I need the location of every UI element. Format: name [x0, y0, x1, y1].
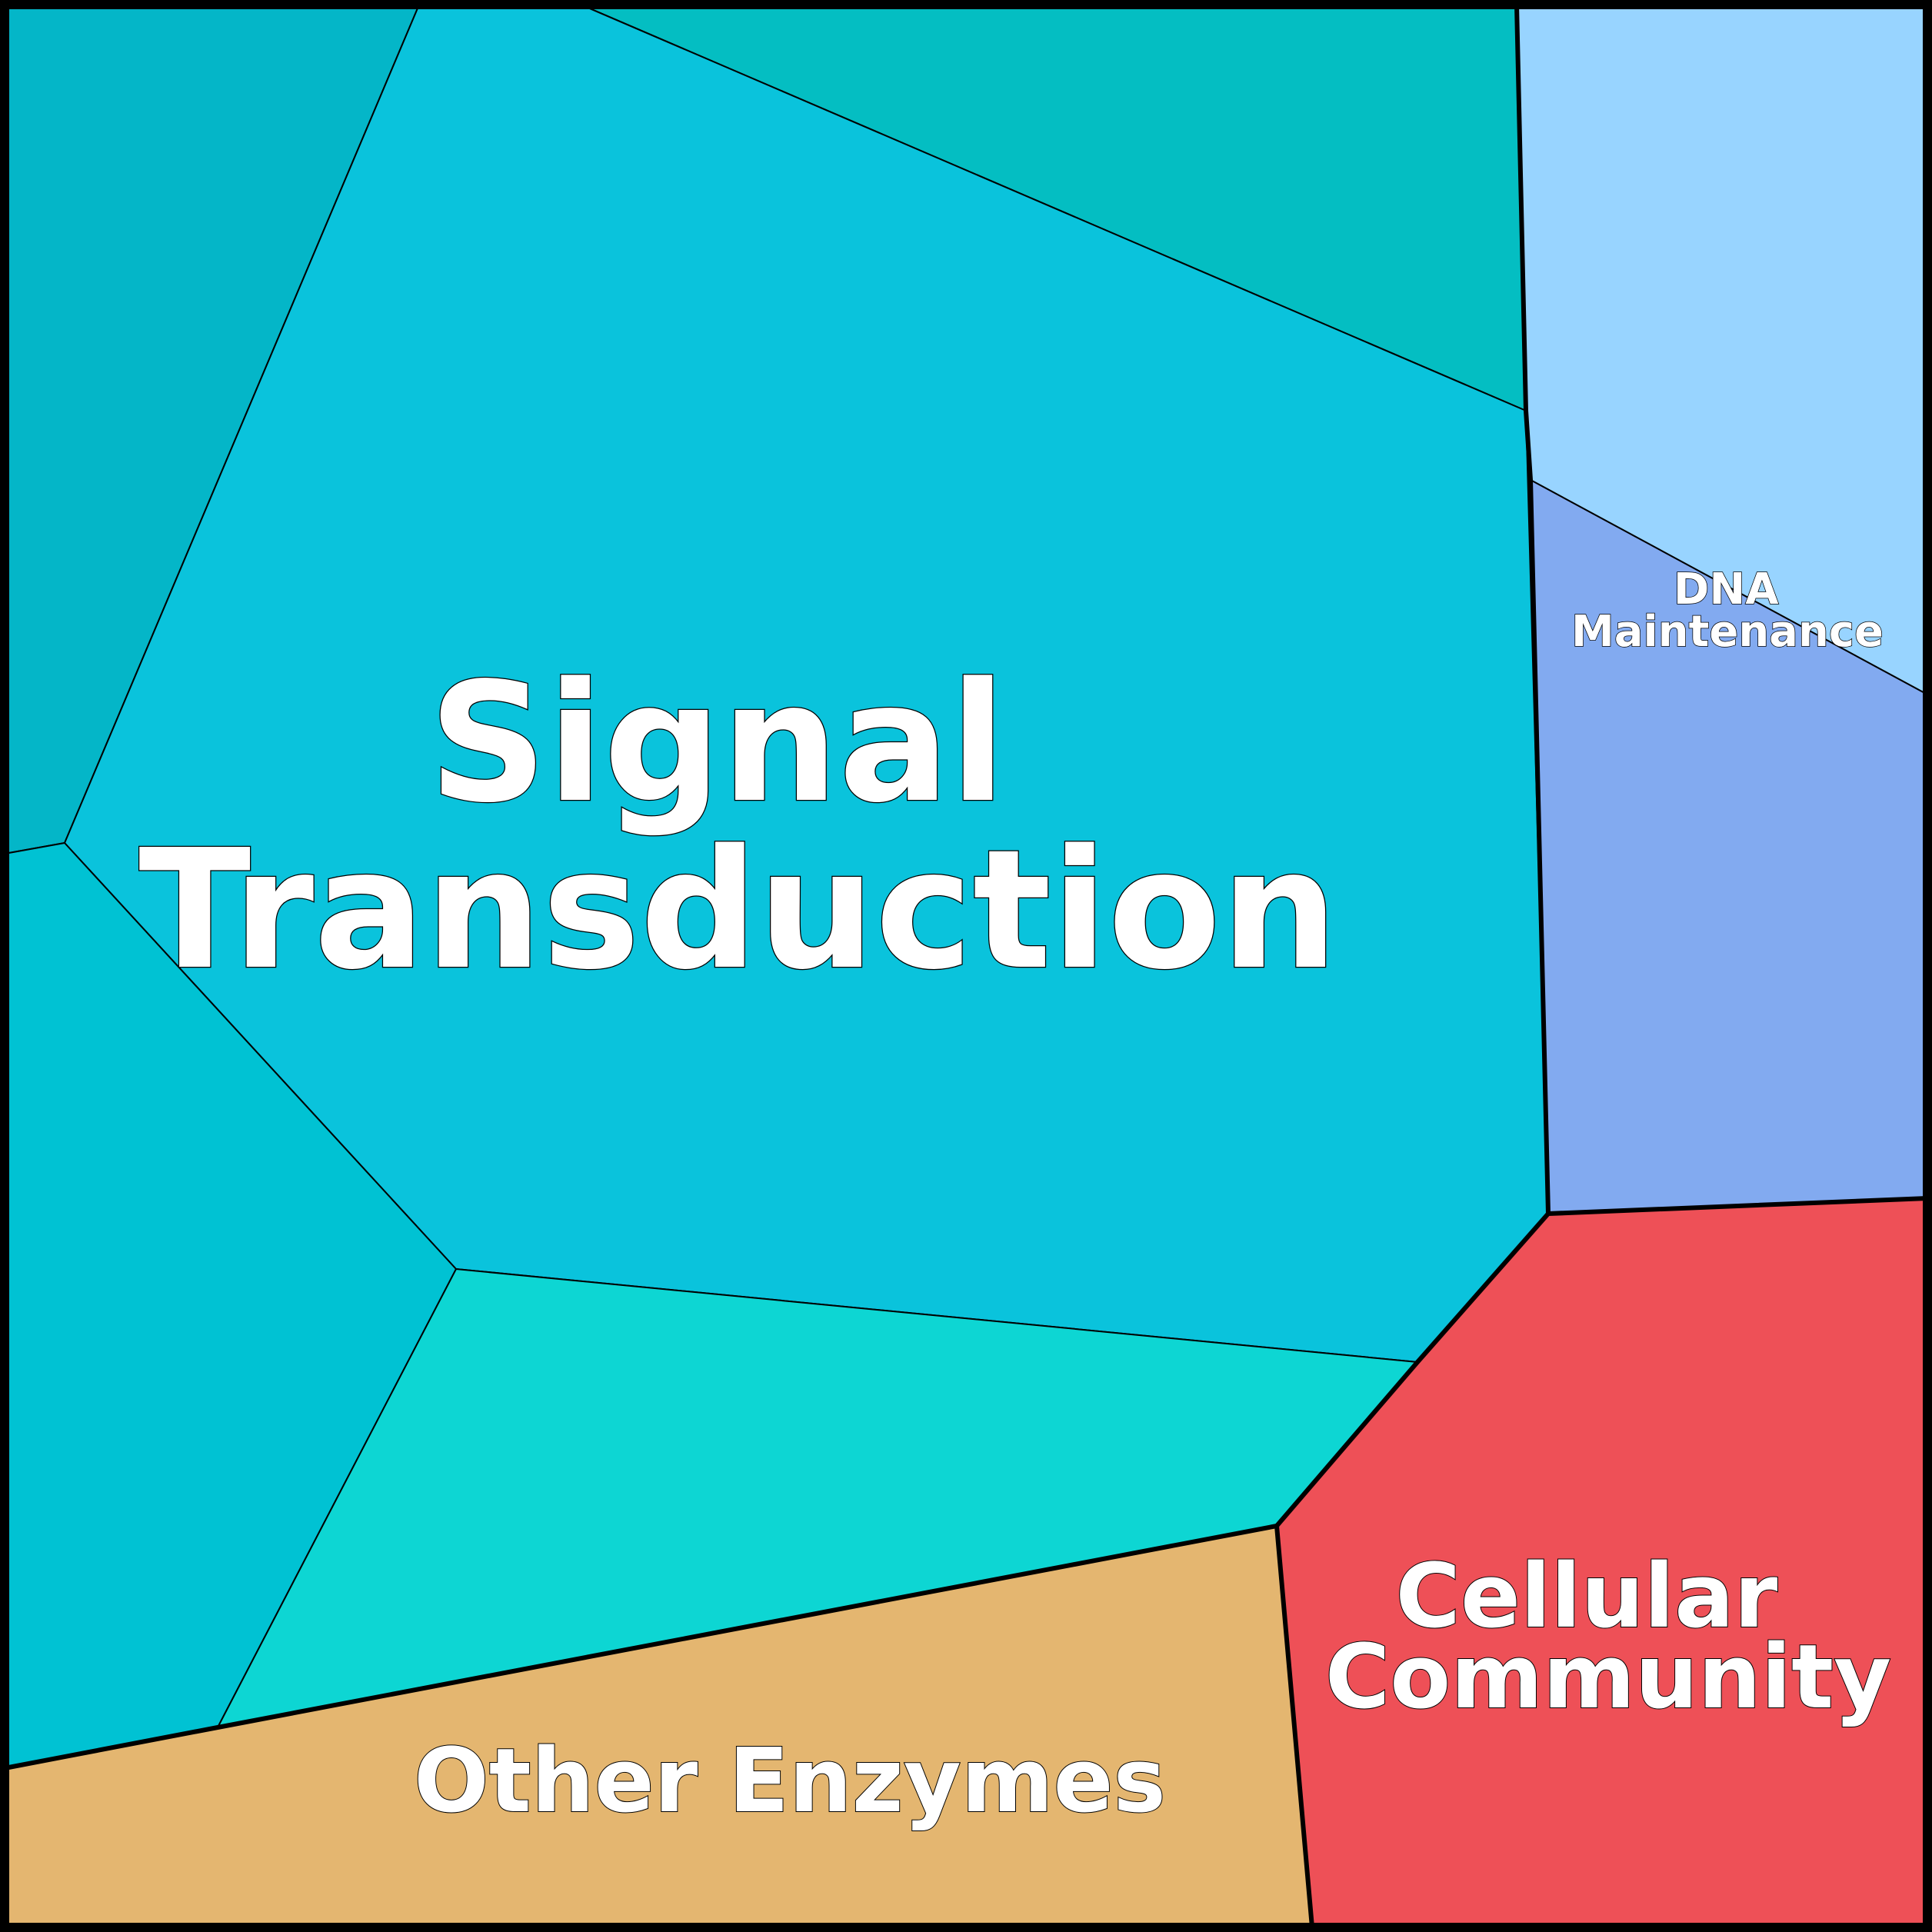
- label-cellular-community: Cellular Community: [1325, 1545, 1891, 1729]
- label-signal-transduction-line-1: Signal: [428, 648, 1006, 839]
- group-border-signal-cellular: [1274, 1211, 1551, 1528]
- label-signal-transduction-line-2: Transduction: [138, 814, 1338, 1006]
- group-border-dna-cellular: [1546, 1196, 1930, 1216]
- label-dna-maintenance-line-1: DNA: [1674, 565, 1779, 615]
- group-border-cellular-enzymes: [1274, 1524, 1314, 1930]
- label-dna-maintenance-line-2: Maintenance: [1571, 607, 1884, 657]
- group-border-signal-dna: [1514, 2, 1551, 1216]
- label-other-enzymes: Other Enzymes: [414, 1730, 1166, 1833]
- label-dna-maintenance: DNA Maintenance: [1571, 565, 1884, 657]
- label-other-enzymes-line-1: Other Enzymes: [414, 1730, 1166, 1833]
- label-cellular-community-line-2: Community: [1325, 1626, 1891, 1729]
- label-signal-transduction: Signal Transduction: [138, 648, 1338, 1006]
- label-cellular-community-line-1: Cellular: [1396, 1545, 1778, 1648]
- group-border-signal-enzymes: [2, 1524, 1279, 1770]
